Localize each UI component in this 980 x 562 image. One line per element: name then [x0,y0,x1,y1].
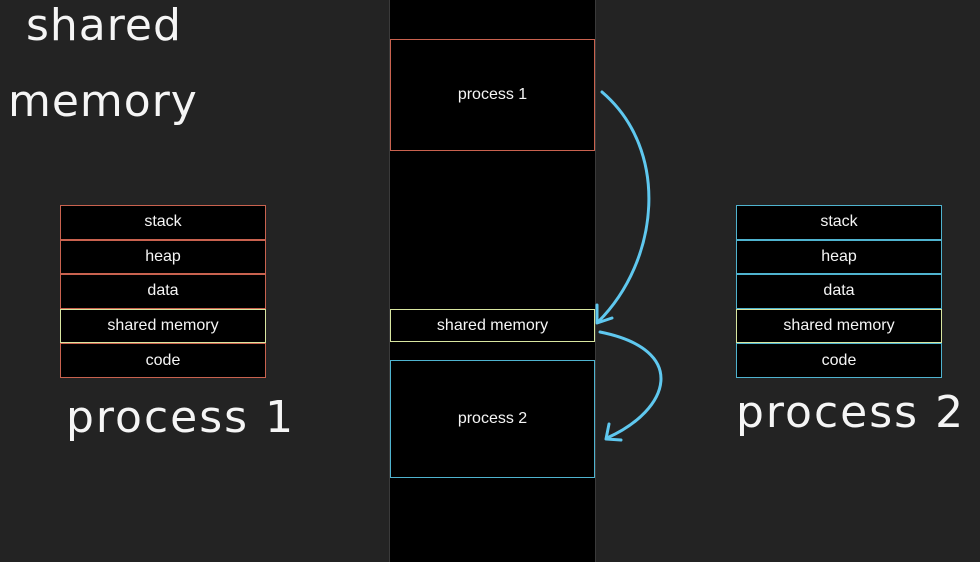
process2-segment-code: code [736,343,942,378]
title-line-1: shared [26,0,182,51]
process1-segment-stack: stack [60,205,266,240]
process2-segment-stack: stack [736,205,942,240]
process2-segment-data: data [736,274,942,309]
process1-address-space: stack heap data shared memory code [60,205,266,378]
memory-block-process1: process 1 [390,39,595,151]
memory-block-shared: shared memory [390,309,595,342]
process1-segment-code: code [60,343,266,378]
process2-label: process 2 [736,387,966,438]
memory-block-process2: process 2 [390,360,595,478]
process2-segment-shared-memory: shared memory [736,308,942,344]
arrow-shared-to-process2 [598,330,663,440]
process2-segment-heap: heap [736,239,942,275]
arrow-process1-to-shared [596,90,651,324]
process1-segment-data: data [60,274,266,309]
process1-segment-heap: heap [60,239,266,275]
process1-segment-shared-memory: shared memory [60,308,266,344]
title-line-2: memory [8,76,198,127]
arrowhead-shared-to-process2 [604,422,623,442]
arrowhead-process1-to-shared [595,303,614,325]
process2-address-space: stack heap data shared memory code [736,205,942,378]
physical-memory-column: process 1 shared memory process 2 [389,0,596,562]
process1-label: process 1 [66,392,296,443]
